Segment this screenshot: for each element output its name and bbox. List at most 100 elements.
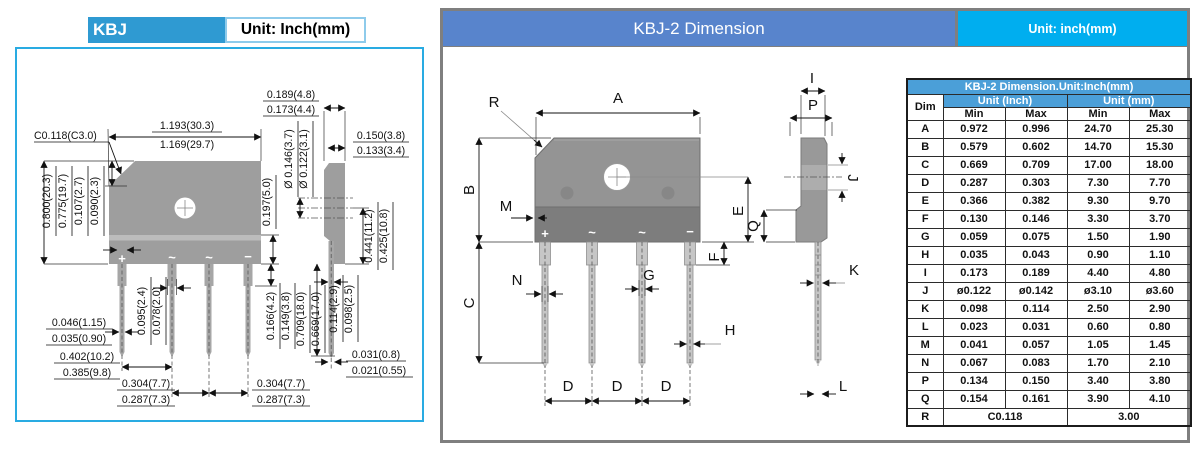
- label-l: L: [839, 378, 847, 395]
- mm-min-cell: 1.05: [1066, 335, 1130, 355]
- dim-cell: P: [906, 371, 944, 391]
- inch-max-cell: 0.189: [1004, 263, 1068, 283]
- dim-label-chamfer: C0.118(C3.0): [34, 130, 97, 142]
- mm-header: Unit (mm): [1066, 93, 1192, 108]
- inch-min-cell: ø0.122: [942, 281, 1006, 301]
- inch-max-cell: 0.146: [1004, 209, 1068, 229]
- mm-max-cell: 1.10: [1128, 245, 1192, 265]
- mm-min-cell: 3.40: [1066, 371, 1130, 391]
- inch-min-cell: 0.669: [942, 155, 1006, 175]
- dim-cell: A: [906, 119, 944, 139]
- kbj2-outline-drawing: + ~ ~ −: [461, 70, 861, 406]
- mm-min-cell: 9.30: [1066, 191, 1130, 211]
- dim-cell: E: [906, 191, 944, 211]
- front-view-body: [109, 161, 261, 264]
- label-n: N: [512, 272, 523, 289]
- label-p: P: [808, 97, 818, 114]
- dimension-lines: [475, 87, 848, 406]
- inch-min-cell: 0.366: [942, 191, 1006, 211]
- dim-label-sidetop-min: 0.133(3.4): [357, 145, 405, 157]
- mm-span-cell: 3.00: [1066, 407, 1192, 427]
- minus-mark: −: [686, 224, 694, 239]
- dim-label-pinww-max: 0.095(2.4): [136, 287, 148, 335]
- mm-max-cell: 15.30: [1128, 137, 1192, 157]
- table-header-row: Dim Unit (Inch) Unit (mm): [906, 93, 1192, 121]
- letter-labels: R A B M E C F N G H D D D I P J Q K L: [461, 70, 861, 395]
- dimension-lines: [34, 100, 413, 407]
- inch-min-cell: 0.098: [942, 299, 1006, 319]
- dim-cell: B: [906, 137, 944, 157]
- inch-min-cell: 0.173: [942, 263, 1006, 283]
- ac-mark: ~: [168, 250, 176, 265]
- minus-mark: −: [244, 249, 252, 264]
- dim-label-tip-min: 0.021(0.55): [352, 365, 406, 377]
- mm-min-cell: 14.70: [1066, 137, 1130, 157]
- dim-cell: J: [906, 281, 944, 301]
- dim-label-topw-max: 1.193(30.3): [160, 120, 214, 132]
- table-row-r: R C0.118 3.00: [906, 407, 1192, 427]
- inch-min-cell: 0.134: [942, 371, 1006, 391]
- dimension-table: KBJ-2 Dimension.Unit:Inch(mm) Dim Unit (…: [906, 78, 1193, 427]
- inch-min-cell: 0.154: [942, 389, 1006, 409]
- label-r: R: [489, 94, 500, 111]
- inch-min-cell: 0.035: [942, 245, 1006, 265]
- mm-max-cell: ø3.60: [1128, 281, 1192, 301]
- dim-header: Dim: [906, 93, 944, 121]
- mm-max-cell: 18.00: [1128, 155, 1192, 175]
- mm-min-cell: 0.60: [1066, 317, 1130, 337]
- dim-cell: L: [906, 317, 944, 337]
- label-d3: D: [661, 378, 672, 395]
- left-series-title: KBJ: [88, 17, 225, 43]
- label-g: G: [643, 267, 655, 284]
- ac-mark: ~: [638, 225, 646, 240]
- label-i: I: [810, 70, 814, 87]
- dim-label-p34-max: 0.304(7.7): [257, 378, 305, 390]
- inch-min-cell: 0.130: [942, 209, 1006, 229]
- inch-max-cell: 0.043: [1004, 245, 1068, 265]
- dim-label-shoulder-min: 0.149(3.8): [280, 292, 292, 340]
- side-view-body: [784, 137, 842, 366]
- mm-max-cell: 2.90: [1128, 299, 1192, 319]
- mm-max-cell: 4.80: [1128, 263, 1192, 283]
- mm-max-cell: 1.90: [1128, 227, 1192, 247]
- side-view-body: [298, 163, 353, 371]
- dim-label-step-max: 0.107(2.7): [73, 177, 85, 225]
- inch-min-cell: 0.972: [942, 119, 1006, 139]
- dim-label-p34-min: 0.287(7.3): [257, 394, 305, 406]
- inch-min-cell: 0.023: [942, 317, 1006, 337]
- inch-header: Unit (Inch): [942, 93, 1068, 108]
- dim-label-pinside-min: 0.098(2.5): [343, 285, 355, 333]
- ac-mark: ~: [205, 250, 213, 265]
- kbj2-dimension-panel: KBJ-2 Dimension Unit: inch(mm): [440, 8, 1193, 443]
- min-header: Min: [942, 106, 1006, 121]
- polarity-marks: + ~ ~ −: [118, 249, 252, 266]
- dim-label-pin1w-max: 0.046(1.15): [52, 317, 106, 329]
- inch-max-cell: 0.602: [1004, 137, 1068, 157]
- left-unit-label: Unit: Inch(mm): [225, 17, 366, 43]
- mm-min-cell: 24.70: [1066, 119, 1130, 139]
- inch-max-cell: 0.057: [1004, 335, 1068, 355]
- min-header: Min: [1066, 106, 1130, 121]
- right-unit-label: Unit: inch(mm): [958, 11, 1187, 46]
- dim-label-p23-min: 0.287(7.3): [122, 394, 170, 406]
- mm-min-cell: 17.00: [1066, 155, 1130, 175]
- dim-label-p12-max: 0.402(10.2): [60, 351, 114, 363]
- inch-max-cell: 0.709: [1004, 155, 1068, 175]
- right-panel-title: KBJ-2 Dimension: [443, 11, 955, 46]
- dim-label-hole-min: Ø 0.122(3.1): [298, 129, 310, 188]
- front-view-body: [534, 137, 701, 243]
- dim-cell: H: [906, 245, 944, 265]
- dim-label-pinlen-min: 0.669(17.0): [310, 292, 322, 346]
- inch-min-cell: 0.287: [942, 173, 1006, 193]
- mm-min-cell: 3.30: [1066, 209, 1130, 229]
- dim-cell: C: [906, 155, 944, 175]
- mm-max-cell: 4.10: [1128, 389, 1192, 409]
- dim-label-step-min: 0.090(2.3): [89, 177, 101, 225]
